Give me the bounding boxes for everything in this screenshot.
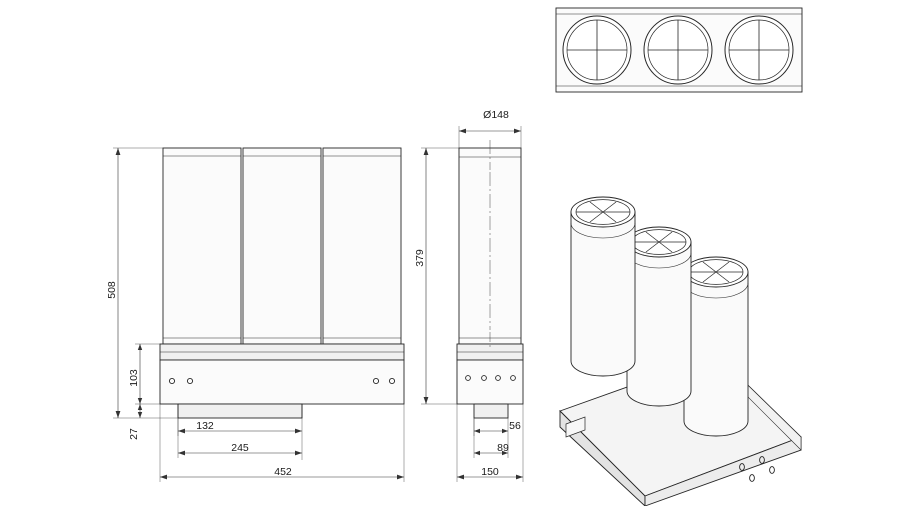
side-mount-hole-3 <box>495 375 501 381</box>
front-mount-hole-3 <box>372 377 380 385</box>
dim-label-27: 27 <box>128 428 140 440</box>
front-elevation-view <box>159 147 405 419</box>
dim-label-dia148: Ø148 <box>483 109 509 121</box>
dim-label-245: 245 <box>231 442 249 454</box>
iso-cylinder-3 <box>683 256 749 437</box>
front-base-body <box>159 359 405 405</box>
top-view-cylinder-1 <box>562 15 632 85</box>
front-foot <box>177 403 303 419</box>
front-mount-hole-4 <box>388 377 396 385</box>
iso-bolt-4 <box>769 466 775 474</box>
front-view-dimensions <box>113 147 405 482</box>
top-view <box>555 7 803 93</box>
side-mount-hole-1 <box>465 375 471 381</box>
top-view-cylinder-2 <box>643 15 713 85</box>
iso-bolt-2 <box>759 456 765 464</box>
front-cylinder-2 <box>242 147 322 345</box>
dim-label-150: 150 <box>481 466 499 478</box>
front-mount-hole-2 <box>186 377 194 385</box>
isometric-view <box>559 196 802 506</box>
iso-bolt-1 <box>739 463 745 471</box>
dim-label-132: 132 <box>196 420 214 432</box>
iso-cylinder-2 <box>626 226 692 407</box>
dim-label-89: 89 <box>497 442 509 454</box>
front-cylinder-1 <box>162 147 242 345</box>
dim-label-452: 452 <box>274 466 292 478</box>
dim-label-379: 379 <box>414 249 426 267</box>
dim-label-56: 56 <box>509 420 521 432</box>
top-view-cylinder-3 <box>724 15 794 85</box>
front-mount-hole-1 <box>168 377 176 385</box>
side-mount-hole-2 <box>481 375 487 381</box>
side-foot <box>473 403 509 419</box>
iso-cylinder-1 <box>570 196 636 377</box>
front-cylinder-3 <box>322 147 402 345</box>
iso-bolt-3 <box>749 474 755 482</box>
side-view-dimensions <box>421 126 524 482</box>
side-mount-hole-4 <box>510 375 516 381</box>
side-elevation-view <box>456 140 524 419</box>
dim-label-103: 103 <box>128 369 140 387</box>
side-base-body <box>456 359 524 405</box>
dim-label-508: 508 <box>106 281 118 299</box>
